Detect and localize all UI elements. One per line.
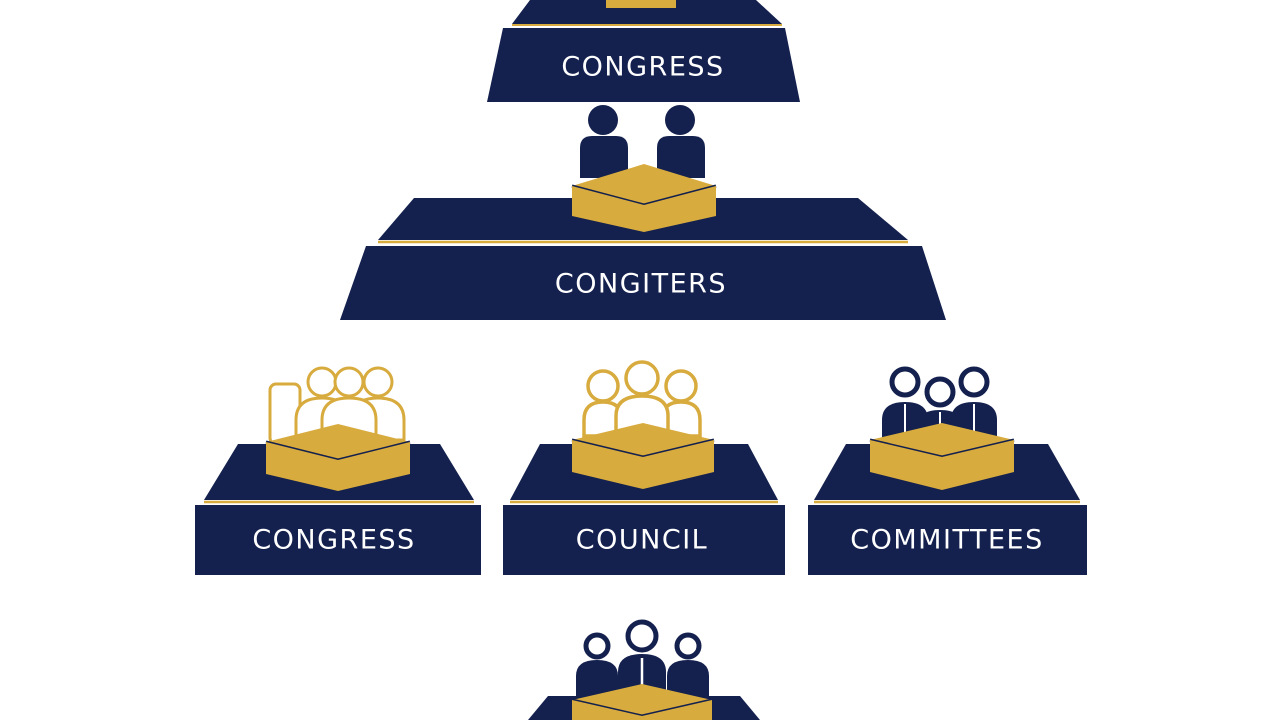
- tier-left-label: CONGRESS: [252, 525, 415, 556]
- tier-center-label: COUNCIL: [576, 525, 708, 556]
- tier-right-label-block: [808, 505, 1087, 575]
- tier-left-label-block: [195, 505, 481, 575]
- tier-top-podium: [606, 0, 676, 8]
- tier-left-podium-icon: [265, 424, 411, 491]
- tier-middle: CONGITERS: [340, 164, 946, 320]
- tier-top-platform: [512, 0, 782, 24]
- people-leader-group-icon: [576, 619, 709, 698]
- tier-top-label-block: [487, 28, 800, 102]
- tier-right: COMMITTEES: [808, 366, 1087, 575]
- people-group-outline-icon: [268, 366, 406, 446]
- tier-top-label: CONGRESS: [561, 52, 724, 83]
- tier-middle-label: CONGITERS: [555, 269, 727, 300]
- tier-top: CONGRESS: [487, 0, 800, 102]
- tier-right-podium-icon: [869, 423, 1015, 490]
- tier-bottom-podium-icon: [571, 684, 713, 720]
- tier-middle-podium-icon: [571, 164, 717, 232]
- tier-center: COUNCIL: [503, 360, 785, 575]
- people-pair-icon: [580, 105, 705, 178]
- tier-left: CONGRESS: [195, 366, 481, 575]
- tier-middle-label-block: [340, 246, 946, 320]
- tier-center-label-block: [503, 505, 785, 575]
- tier-right-label: COMMITTEES: [850, 525, 1043, 556]
- tier-center-podium-icon: [571, 423, 715, 489]
- tier-bottom: [528, 619, 760, 720]
